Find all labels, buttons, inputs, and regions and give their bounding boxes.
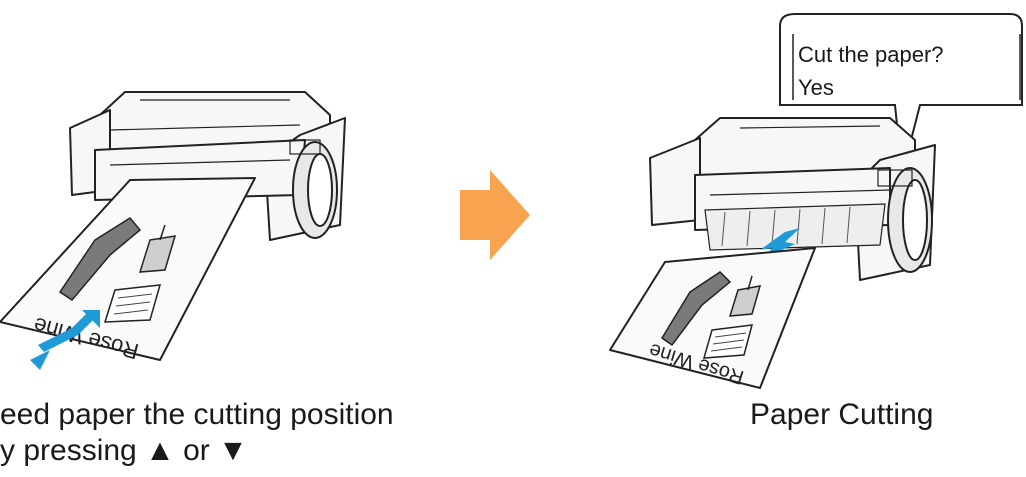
- right-caption: Paper Cutting: [750, 397, 933, 433]
- balloon-question: Cut the paper?: [798, 42, 944, 68]
- left-caption-line-2: y pressing ▲ or ▼: [0, 433, 248, 469]
- left-caption-line-1: eed paper the cutting position: [0, 397, 394, 433]
- next-step-arrow: [455, 170, 535, 260]
- left-printer-illustration: Rose Wine: [0, 0, 400, 380]
- right-paper-sheet: Rose Wine: [610, 248, 815, 388]
- balloon-answer: Yes: [798, 75, 834, 101]
- left-paper-sheet: Rose Wine: [0, 178, 255, 364]
